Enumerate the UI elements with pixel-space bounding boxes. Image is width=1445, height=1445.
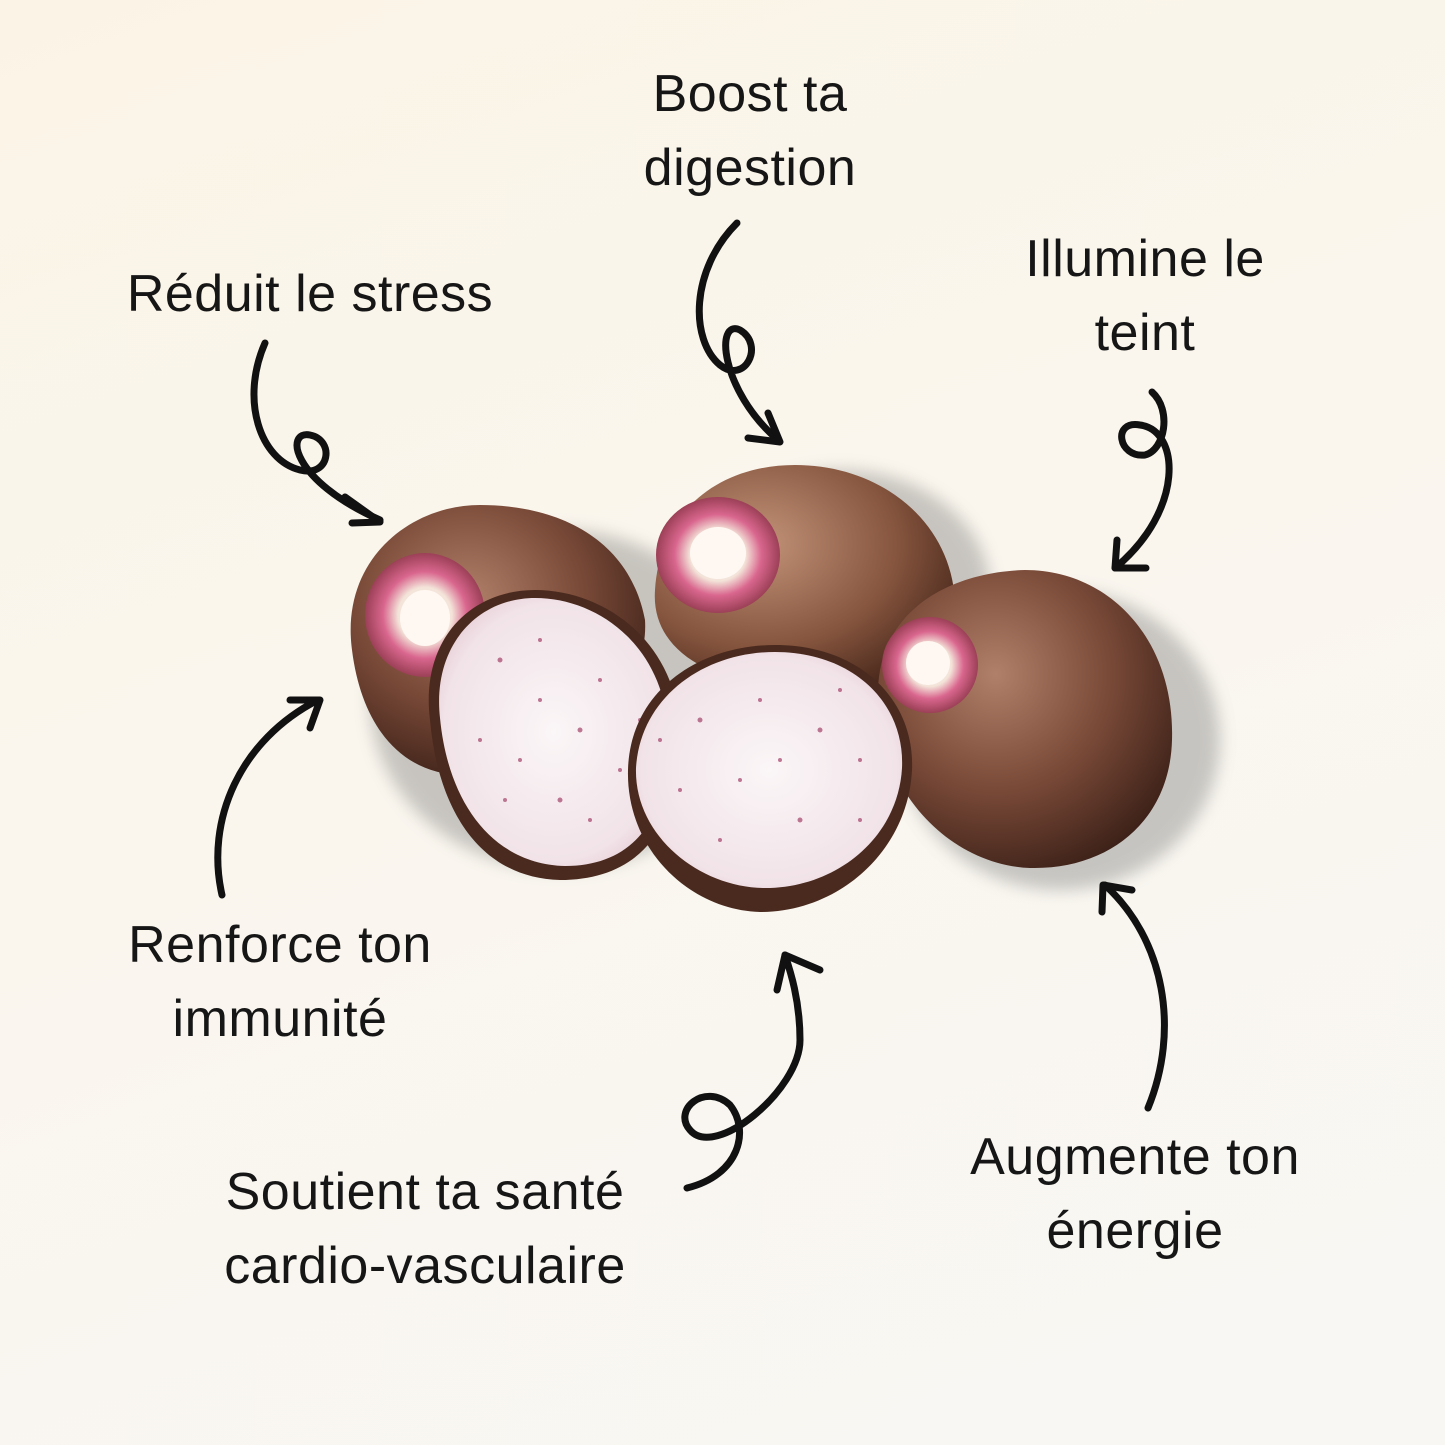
arrow-stress — [250, 339, 384, 527]
arrow-cardio — [681, 951, 824, 1192]
label-soutient-cardio: Soutient ta santé cardio-vasculaire — [170, 1155, 680, 1303]
label-line: cardio-vasculaire — [224, 1237, 626, 1295]
taro-half-left — [428, 590, 681, 880]
arrow-energie — [1098, 881, 1168, 1112]
label-line: digestion — [643, 139, 857, 197]
label-line: énergie — [1046, 1202, 1224, 1260]
label-boost-digestion: Boost ta digestion — [600, 57, 900, 205]
label-line: Augmente ton — [970, 1128, 1300, 1186]
arrow-immunite — [214, 696, 324, 899]
label-line: Renforce ton — [128, 916, 432, 974]
label-line: Illumine le — [1025, 230, 1265, 288]
label-illumine-teint: Illumine le teint — [990, 222, 1300, 370]
label-line: Boost ta — [652, 65, 848, 123]
taro-half-right — [627, 645, 913, 912]
label-renforce-immunite: Renforce ton immunité — [95, 908, 465, 1056]
label-line: immunité — [172, 990, 388, 1048]
label-line: teint — [1094, 304, 1196, 362]
label-line: Réduit le stress — [126, 265, 494, 323]
label-augmente-energie: Augmente ton énergie — [925, 1120, 1345, 1268]
label-line: Soutient ta santé — [225, 1163, 625, 1221]
arrow-teint — [1111, 388, 1173, 572]
label-reduit-stress: Réduit le stress — [100, 257, 520, 331]
arrow-digestion — [695, 219, 784, 446]
taro-root-right — [877, 570, 1173, 869]
taro-root-middle — [654, 465, 956, 690]
